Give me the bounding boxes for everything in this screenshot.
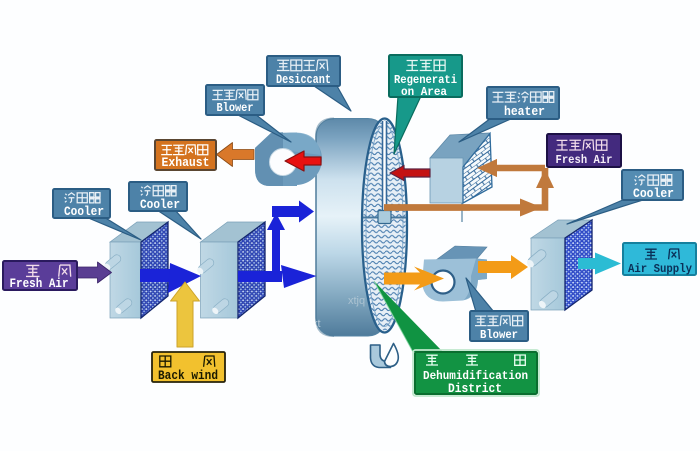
- svg-text:on Area: on Area: [401, 85, 447, 99]
- svg-text:Blower: Blower: [217, 101, 254, 115]
- svg-text:xt: xt: [312, 318, 321, 330]
- svg-text:Back wind: Back wind: [158, 369, 218, 383]
- svg-text:Cooler: Cooler: [633, 187, 674, 201]
- svg-text:Fresh Air: Fresh Air: [556, 153, 613, 167]
- svg-text:Cooler: Cooler: [140, 198, 180, 212]
- svg-text:Cooler: Cooler: [64, 205, 104, 219]
- svg-text:Air Supply: Air Supply: [628, 262, 692, 276]
- svg-text:Desiccant: Desiccant: [276, 73, 331, 87]
- svg-text:District: District: [448, 382, 502, 396]
- svg-text:Dehumidification: Dehumidification: [423, 369, 528, 383]
- svg-text:Regenerati: Regenerati: [394, 73, 457, 87]
- svg-text:heater: heater: [504, 105, 545, 119]
- svg-text:Fresh Air: Fresh Air: [10, 277, 69, 291]
- svg-text:Blower: Blower: [480, 328, 518, 342]
- svg-text:xtjq: xtjq: [348, 295, 365, 307]
- svg-text:Exhaust: Exhaust: [162, 156, 210, 170]
